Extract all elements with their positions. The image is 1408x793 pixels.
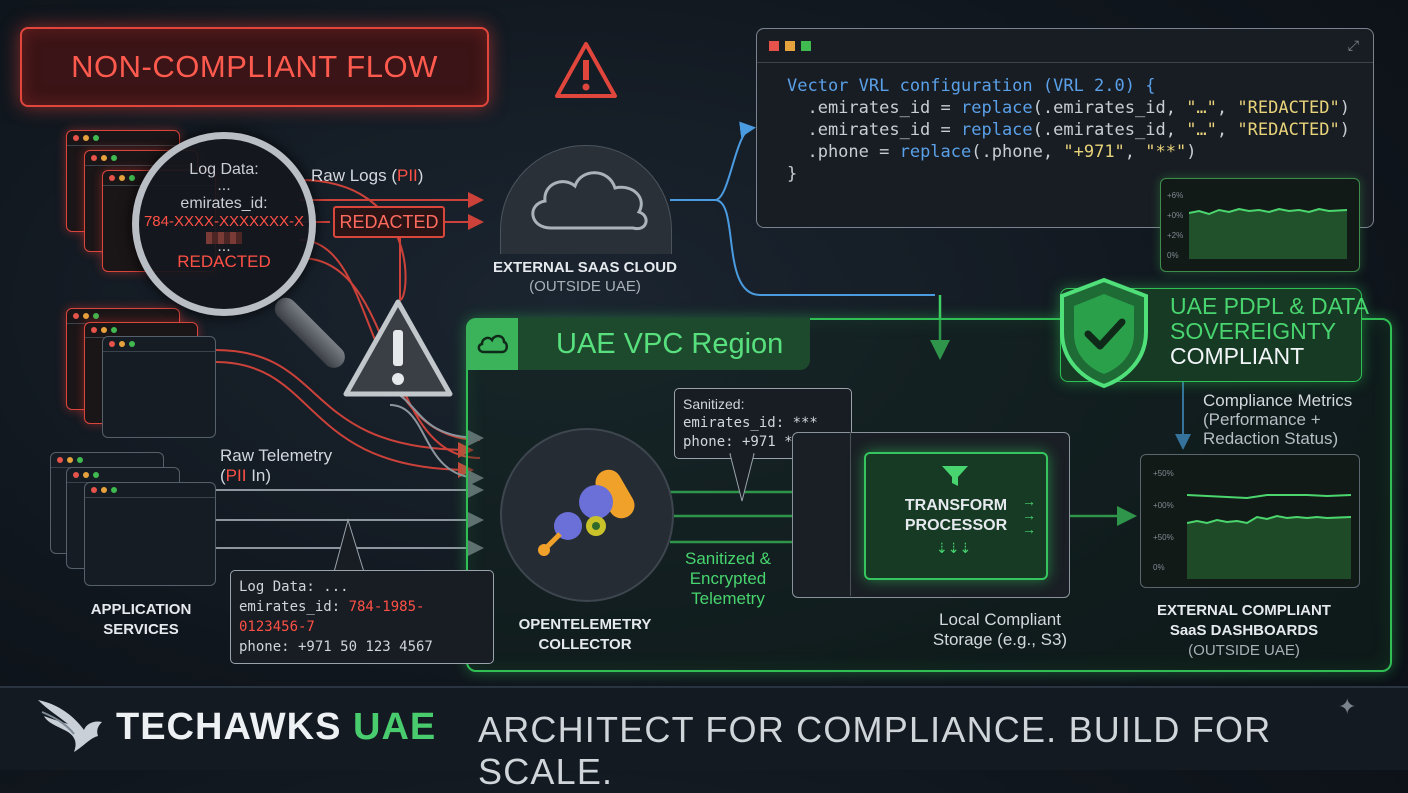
pixelated-block <box>206 232 242 244</box>
magnifier-line: Log Data: <box>189 161 259 178</box>
redacted-pill: REDACTED <box>333 206 445 238</box>
magnifier-lens: Log Data: ... emirates_id: 784-XXXX-XXXX… <box>132 132 316 316</box>
magnifier-line: ... <box>217 238 231 255</box>
vpc-region-title: UAE VPC Region <box>556 327 784 360</box>
app-window <box>84 482 216 586</box>
hawk-logo-icon <box>38 700 102 752</box>
brand-name: TECHAWKS UAE <box>116 706 437 748</box>
compliance-line: SOVEREIGNTY <box>1170 318 1337 344</box>
magnifier-masked-id: 784-XXXX-XXXXXXX-X <box>143 213 305 230</box>
cloud-icon <box>466 318 518 370</box>
tick-label: +0% <box>1167 211 1184 220</box>
bubble-line: emirates_id: *** <box>683 415 818 431</box>
maximize-dot[interactable] <box>801 40 811 51</box>
shield-check-icon <box>1060 277 1148 389</box>
bubble-tail <box>333 518 365 573</box>
app-window <box>102 336 216 438</box>
tick-label: 0% <box>1167 251 1179 260</box>
mini-chart-top: +6% +0% +2% 0% <box>1160 178 1360 272</box>
minimize-dot[interactable] <box>785 40 795 51</box>
compliance-status: COMPLIANT <box>1170 343 1305 369</box>
magnifier-line: ... <box>217 177 231 194</box>
bubble-line: Sanitized: <box>683 396 745 412</box>
raw-logs-label: Raw Logs (PII) <box>311 166 424 185</box>
bubble-line: Log Data: ... <box>239 579 349 595</box>
compliance-line: UAE PDPL & DATA <box>1170 293 1369 319</box>
bubble-line: phone: +971 50 123 4567 <box>239 639 433 655</box>
tick-label: 0% <box>1153 563 1165 572</box>
compliance-metrics-label: Compliance Metrics (Performance + Redact… <box>1203 391 1353 448</box>
bubble-tail <box>729 453 755 502</box>
vpc-region-header: UAE VPC Region <box>466 318 810 370</box>
saas-cloud-title: EXTERNAL SAAS CLOUD <box>493 259 677 276</box>
bubble-line: phone: +971 *** <box>683 434 810 450</box>
mini-chart-area <box>1189 207 1348 259</box>
tick-label: +50% <box>1153 469 1174 478</box>
tick-label: +2% <box>1167 231 1184 240</box>
right-arrows-icon: →→→ <box>1022 493 1036 537</box>
otel-collector-circle <box>500 428 674 602</box>
vrl-code: Vector VRL configuration (VRL 2.0) { .em… <box>787 76 1350 184</box>
tick-label: +50% <box>1153 533 1174 542</box>
tick-label: +6% <box>1167 191 1184 200</box>
close-dot[interactable] <box>769 40 779 51</box>
expand-icon[interactable]: ⤢ <box>1347 37 1359 53</box>
dashboard-chart: +50% +00% +50% 0% <box>1140 454 1360 588</box>
non-compliant-title: NON-COMPLIANT FLOW <box>71 49 438 84</box>
warning-icon <box>343 299 453 397</box>
magnifier-line: emirates_id: <box>180 195 268 212</box>
vrl-code-window: ⤢ Vector VRL configuration (VRL 2.0) { .… <box>756 28 1374 228</box>
compliance-text: UAE PDPL & DATA SOVEREIGNTY COMPLIANT <box>1170 294 1369 369</box>
log-data-bubble: Log Data: ... emirates_id: 784-1985-0123… <box>230 570 494 664</box>
cloud-icon <box>531 171 648 231</box>
footer <box>0 686 1408 770</box>
saas-cloud-subtitle: (OUTSIDE UAE) <box>529 278 641 295</box>
warning-icon <box>555 42 617 98</box>
tick-label: +00% <box>1153 501 1174 510</box>
raw-telemetry-label: Raw Telemetry (PII In) <box>220 446 333 485</box>
divider <box>850 432 851 596</box>
filter-icon <box>942 466 968 486</box>
dashboard-chart-area <box>1187 494 1351 579</box>
opentelemetry-icon <box>538 469 635 556</box>
magnifier-redacted: REDACTED <box>177 252 271 271</box>
down-arrows-icon: ⇣⇣⇣ <box>936 540 972 556</box>
sparkle-icon: ✦ <box>1338 694 1357 719</box>
non-compliant-banner: NON-COMPLIANT FLOW <box>20 27 489 107</box>
tagline: ARCHITECT FOR COMPLIANCE. BUILD FOR SCAL… <box>478 709 1272 792</box>
